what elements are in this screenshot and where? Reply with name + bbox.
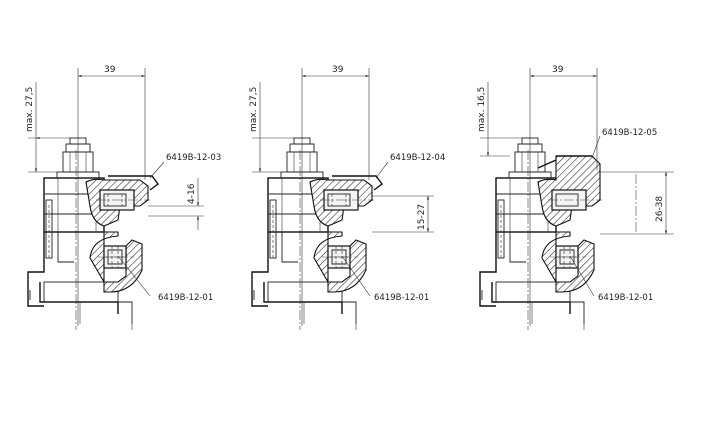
bottom-part-label: 6419B-12-01: [374, 293, 429, 303]
height-dim-label: max. 27,5: [249, 87, 259, 132]
bottom-part-callout: 6419B-12-01: [117, 255, 213, 303]
width-dimension: 39: [530, 65, 598, 170]
width-dim-label: 39: [104, 65, 116, 75]
width-dim-label: 39: [552, 65, 564, 75]
height-dim-label: max. 16,5: [477, 87, 487, 132]
height-dimension: max. 16,5: [477, 82, 524, 157]
clamp-range-label: 26-38: [655, 196, 665, 222]
bottom-part-label: 6419B-12-01: [598, 293, 653, 303]
clamp-range-dimension: 15-27: [372, 195, 434, 233]
top-part-callout: 6419B-12-03: [149, 153, 221, 179]
view-1: 39 max. 27,5 4-16 6419B-12-03 6419B-12-0…: [25, 65, 221, 331]
bottom-part-callout: 6419B-12-01: [569, 255, 653, 303]
clamp-range-dimension: 4-16: [148, 178, 204, 230]
width-dim-label: 39: [332, 65, 344, 75]
height-dimension: max. 27,5: [25, 82, 72, 173]
width-dimension: 39: [302, 65, 370, 180]
top-part-label: 6419B-12-04: [390, 153, 445, 163]
bottom-part-label: 6419B-12-01: [158, 293, 213, 303]
clamp-range-label: 4-16: [187, 183, 197, 204]
clamp-range-label: 15-27: [417, 204, 427, 230]
height-dim-label: max. 27,5: [25, 87, 35, 132]
top-part-label: 6419B-12-05: [602, 128, 657, 138]
view-2: 39 max. 27,5 15-27 6419B-12-04 6419B-12-…: [249, 65, 445, 331]
width-dimension: 39: [78, 65, 146, 180]
view-3: 39 max. 16,5 26-38 6419B-12-05 6419B-12-…: [477, 65, 674, 331]
top-part-callout: 6419B-12-04: [375, 153, 445, 179]
bottom-part-callout: 6419B-12-01: [341, 255, 429, 303]
clamp-range-dimension: 26-38: [600, 171, 674, 235]
top-part-callout: 6419B-12-05: [591, 128, 657, 159]
top-part-label: 6419B-12-03: [166, 153, 221, 163]
height-dimension: max. 27,5: [249, 82, 296, 173]
